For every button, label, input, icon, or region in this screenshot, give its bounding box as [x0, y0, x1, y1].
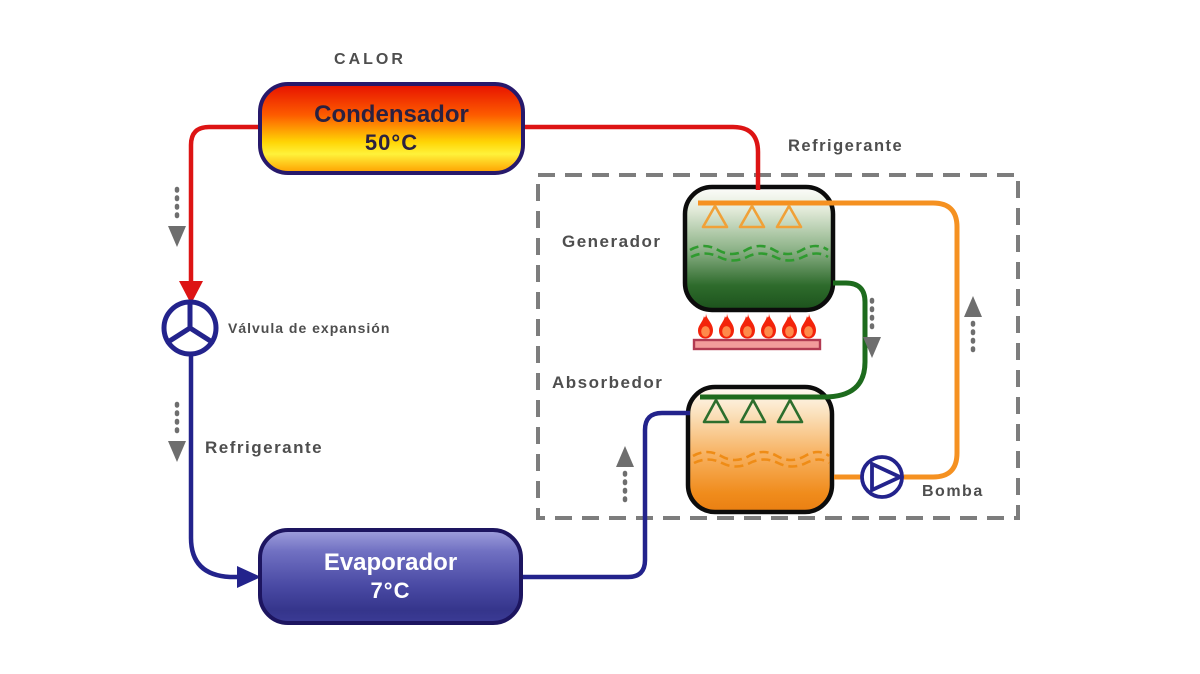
absorber-tank	[685, 384, 835, 515]
refrigerant-loop-label: Refrigerante	[788, 137, 904, 155]
pump-to-generator-pipe	[698, 200, 960, 480]
generator-to-absorber-pipe	[700, 280, 868, 400]
refrigerant-loop-boundary	[536, 173, 1020, 520]
flow-arrow-icon	[964, 296, 982, 356]
evaporator-name: Evaporador	[323, 549, 458, 577]
evaporator-to-absorber-pipe	[515, 410, 690, 580]
condenser-name: Condensador	[314, 101, 469, 129]
spray-nozzle-icon	[702, 398, 804, 424]
generator-liquid-level	[689, 244, 829, 262]
heat-label: CALOR	[334, 51, 406, 68]
expansion-valve-icon	[161, 299, 219, 357]
generator-label: Generador	[562, 232, 662, 251]
pump-icon	[860, 455, 905, 499]
burner-bar-icon	[692, 338, 822, 351]
flow-arrow-icon	[168, 189, 186, 247]
evaporator-temperature: 7°C	[370, 577, 411, 603]
condenser-vessel: Condensador 50°C	[258, 82, 525, 175]
valve-to-evaporator-pipe	[188, 354, 261, 588]
condenser-to-generator-pipe	[517, 124, 761, 190]
flow-arrow-icon	[168, 404, 186, 462]
absorber-liquid-level	[692, 450, 830, 468]
absorber-label: Absorbedor	[552, 373, 664, 392]
expansion-valve-label: Válvula de expansión	[228, 320, 391, 336]
refrigerant-line-label: Refrigerante	[205, 438, 324, 457]
pump-label: Bomba	[922, 483, 984, 500]
evaporator-vessel: Evaporador 7°C	[258, 528, 523, 625]
condenser-to-valve-pipe	[179, 124, 258, 304]
flow-arrow-icon	[616, 446, 634, 506]
condenser-temperature: 50°C	[364, 129, 419, 155]
spray-nozzle-icon	[701, 204, 803, 229]
flame-icon	[698, 313, 816, 339]
